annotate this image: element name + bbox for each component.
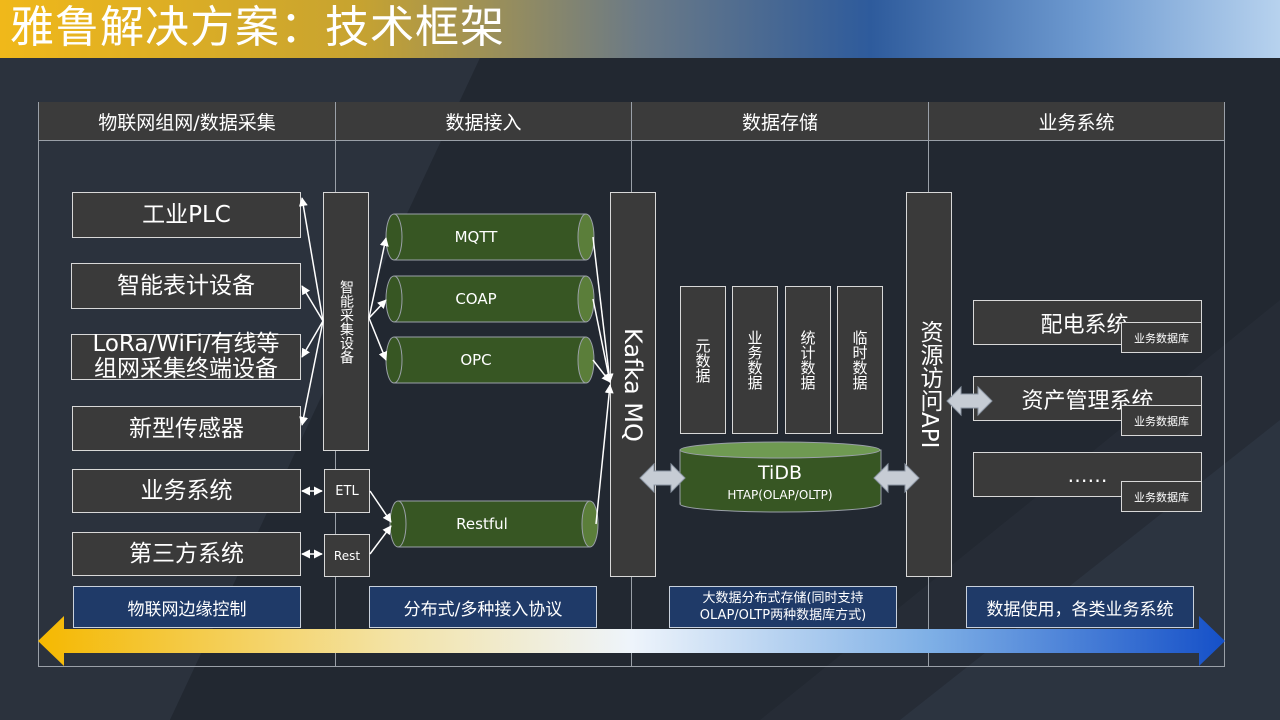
tidb-subtitle: HTAP(OLAP/OLTP): [727, 488, 833, 502]
source-plc: 工业PLC: [72, 192, 301, 238]
column-header-iot: 物联网组网/数据采集: [39, 102, 335, 141]
footer-access-protocols: 分布式/多种接入协议: [369, 586, 597, 628]
source-sensor: 新型传感器: [72, 406, 301, 451]
etl-box: ETL: [324, 469, 370, 513]
footer-distributed-storage: 大数据分布式存储(同时支持 OLAP/OLTP两种数据库方式): [669, 586, 897, 628]
title-bar: 雅鲁解决方案：技术框架: [0, 0, 1280, 58]
protocol-opc-label: OPC: [460, 351, 492, 369]
resource-api-label: 资源访问API: [916, 320, 942, 449]
protocol-mqtt-label: MQTT: [454, 228, 498, 246]
column-header-business: 业务系统: [929, 102, 1224, 141]
source-collector-arrows: [298, 197, 324, 559]
collector-protocol-arrows: [368, 237, 392, 555]
column-header-access: 数据接入: [336, 102, 631, 141]
source-business-system: 业务系统: [72, 469, 301, 513]
db-badge-more: 业务数据库: [1121, 481, 1202, 512]
rest-box: Rest: [324, 534, 370, 577]
storage-temp-data: 临时数据: [837, 286, 883, 434]
source-lora-line2: 组网采集终端设备: [94, 356, 278, 382]
source-lora-terminal: LoRa/WiFi/有线等 组网采集终端设备: [71, 331, 301, 382]
system-more: ……: [973, 452, 1202, 497]
tidb-label: TiDB: [758, 462, 802, 484]
footer-edge-control: 物联网边缘控制: [73, 586, 301, 628]
footer-data-usage: 数据使用，各类业务系统: [966, 586, 1194, 628]
system-more-label: ……: [1067, 462, 1108, 487]
kafka-mq: Kafka MQ: [610, 192, 656, 577]
cylinder-coap: [385, 275, 595, 323]
tidb-cylinder: [679, 441, 882, 513]
protocol-restful-label: Restful: [456, 515, 508, 533]
column-header-storage: 数据存储: [632, 102, 928, 141]
protocol-coap-label: COAP: [455, 290, 497, 308]
source-third-party: 第三方系统: [72, 532, 301, 576]
storage-stats-data: 统计数据: [785, 286, 831, 434]
source-smart-meter: 智能表计设备: [71, 263, 301, 309]
footer-storage-line2: OLAP/OLTP两种数据库方式): [699, 608, 867, 623]
db-badge-asset: 业务数据库: [1121, 405, 1202, 436]
page-title: 雅鲁解决方案：技术框架: [10, 2, 505, 53]
footer-storage-line1: 大数据分布式存储(同时支持: [702, 591, 864, 606]
flow-gradient-arrow: [38, 616, 1225, 666]
source-lora-line1: LoRa/WiFi/有线等: [92, 331, 280, 357]
storage-business-data: 业务数据: [732, 286, 778, 434]
thick-double-arrows: [639, 385, 993, 494]
storage-meta-data: 元数据: [680, 286, 726, 434]
cylinder-mqtt: [385, 213, 595, 261]
cylinder-restful: [389, 500, 599, 548]
kafka-mq-label: Kafka MQ: [619, 327, 647, 442]
cylinder-opc: [385, 336, 595, 384]
db-badge-power: 业务数据库: [1121, 322, 1202, 353]
system-power-label: 配电系统: [1040, 312, 1129, 338]
protocol-kafka-arrows: [592, 236, 614, 525]
resource-api: 资源访问API: [906, 192, 952, 577]
